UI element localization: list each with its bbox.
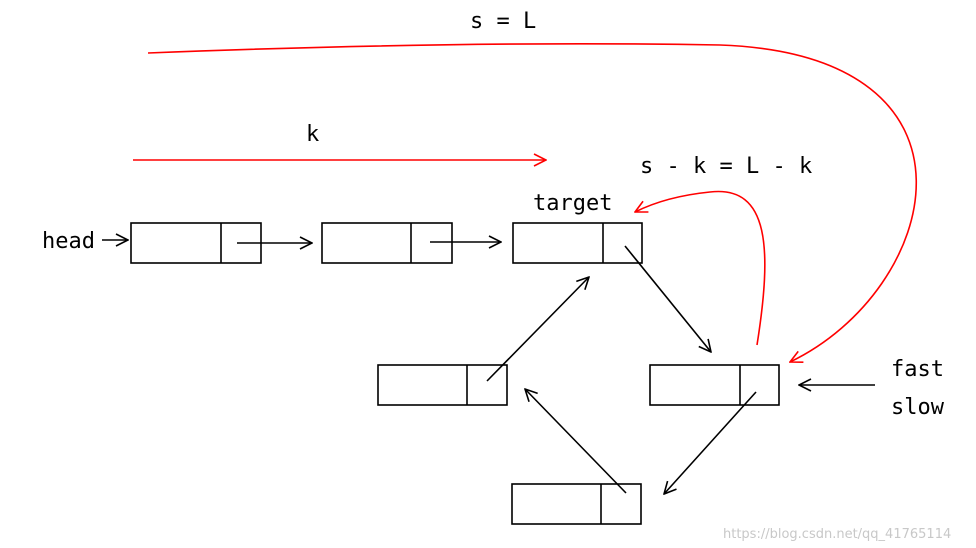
- total-distance-arrow: [147, 43, 917, 362]
- watermark: https://blog.csdn.net/qq_41765114: [723, 527, 951, 542]
- remaining-distance-arrow: [635, 190, 766, 346]
- fast-label: fast: [891, 357, 944, 382]
- head-label: head: [42, 229, 95, 254]
- target-label: target: [533, 191, 612, 216]
- node-meeting: [649, 364, 780, 406]
- total-distance-label: s = L: [470, 9, 536, 34]
- node-2: [321, 222, 453, 264]
- next-arrow-3: [624, 245, 711, 352]
- node-left: [377, 364, 508, 406]
- node-target: [512, 222, 643, 264]
- next-arrow-5: [525, 389, 627, 494]
- next-arrow-4: [664, 391, 757, 494]
- remaining-distance-label: s - k = L - k: [640, 154, 812, 179]
- k-label: k: [306, 122, 319, 147]
- slow-label: slow: [891, 395, 945, 420]
- node-bottom: [511, 483, 642, 525]
- next-arrow-6: [486, 277, 589, 382]
